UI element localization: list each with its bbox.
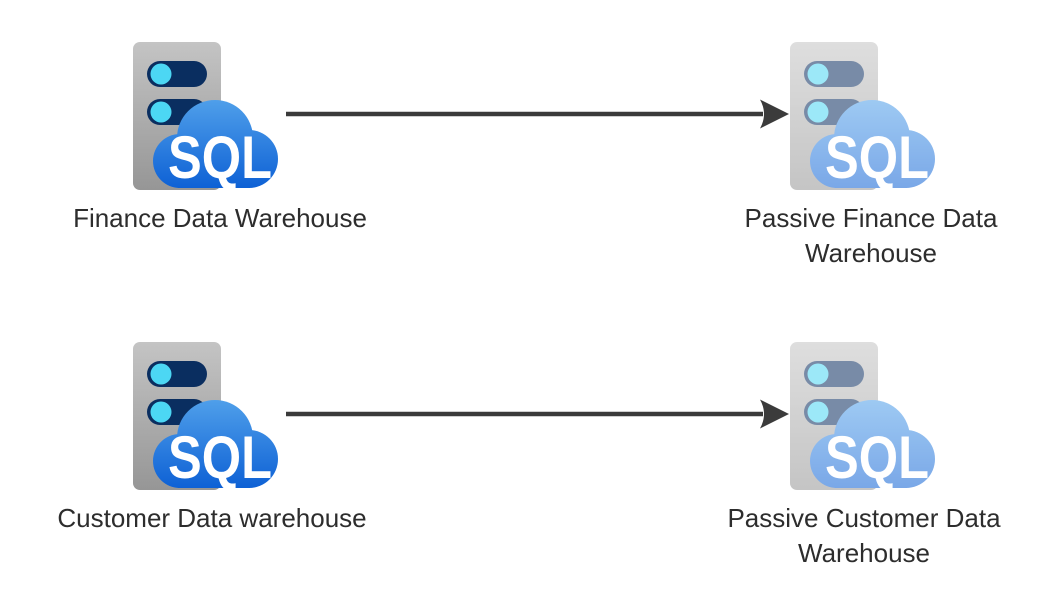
source-node-finance: SQL <box>133 42 278 190</box>
flow-arrow-row1 <box>286 99 789 129</box>
sql-badge-text: SQL <box>825 124 929 190</box>
node-label-customer: Customer Data warehouse <box>57 503 367 533</box>
flow-arrow-row2 <box>286 399 789 429</box>
sql-badge-text: SQL <box>168 124 272 190</box>
target-node-passive-finance: SQL <box>790 42 935 190</box>
sql-cloud-icon: SQL <box>810 100 935 190</box>
node-label-passive-customer: Passive Customer Data Warehouse <box>727 503 1001 568</box>
azure-sql-database-icon: SQL <box>133 42 278 190</box>
target-node-passive-customer: SQL <box>790 342 935 490</box>
sql-cloud-icon: SQL <box>810 400 935 490</box>
arrowhead-icon <box>760 99 789 129</box>
sql-cloud-icon: SQL <box>153 100 278 190</box>
azure-sql-database-icon-passive: SQL <box>790 342 935 490</box>
node-label-finance: Finance Data Warehouse <box>73 203 367 233</box>
node-label-passive-finance: Passive Finance Data Warehouse <box>744 203 998 268</box>
azure-sql-database-icon-passive: SQL <box>790 42 935 190</box>
azure-sql-database-icon: SQL <box>133 342 278 490</box>
source-node-customer: SQL <box>133 342 278 490</box>
arrowhead-icon <box>760 399 789 429</box>
sql-cloud-icon: SQL <box>153 400 278 490</box>
sql-badge-text: SQL <box>168 424 272 490</box>
sql-badge-text: SQL <box>825 424 929 490</box>
